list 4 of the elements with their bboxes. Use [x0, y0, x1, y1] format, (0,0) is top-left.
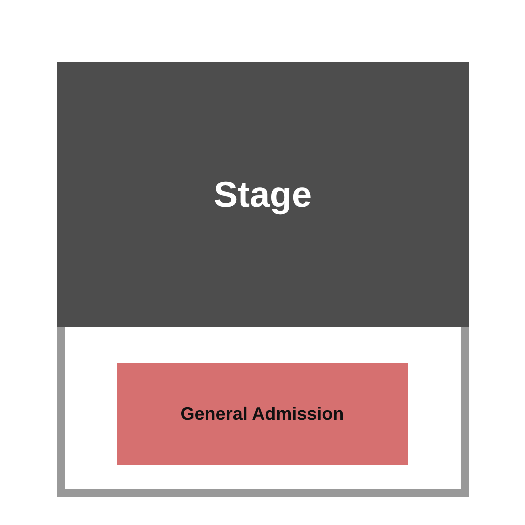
- stage-area: [57, 62, 469, 327]
- general-admission-section: [117, 363, 408, 465]
- stage-label: Stage: [214, 174, 312, 216]
- section-label: General Admission: [180, 404, 344, 424]
